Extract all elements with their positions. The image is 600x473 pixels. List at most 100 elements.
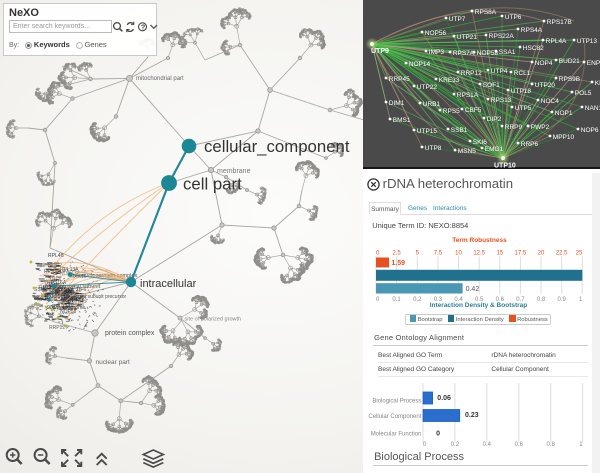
svg-text:CBF5: CBF5 bbox=[465, 107, 482, 114]
svg-text:RPL4B: RPL4B bbox=[42, 288, 59, 294]
svg-text:intracellular: intracellular bbox=[140, 278, 197, 290]
svg-text:RPS13: RPS13 bbox=[491, 97, 512, 104]
svg-text:RPS4A: RPS4A bbox=[521, 27, 543, 34]
svg-text:nuclear part: nuclear part bbox=[96, 359, 131, 366]
svg-text:0.9: 0.9 bbox=[558, 297, 567, 303]
svg-text:0.3: 0.3 bbox=[434, 297, 443, 303]
svg-text:NOG2: NOG2 bbox=[70, 295, 84, 301]
svg-text:UTP13: UTP13 bbox=[577, 38, 598, 45]
svg-text:UTP21: UTP21 bbox=[457, 34, 478, 41]
svg-text:SSA1: SSA1 bbox=[499, 49, 516, 56]
svg-text:12.5: 12.5 bbox=[473, 251, 485, 257]
svg-text:90S preribosome: 90S preribosome bbox=[47, 305, 85, 311]
svg-text:BMS1: BMS1 bbox=[393, 117, 411, 124]
svg-text:0.5: 0.5 bbox=[475, 297, 484, 303]
svg-text:1: 1 bbox=[579, 297, 583, 303]
svg-text:UTP4: UTP4 bbox=[491, 68, 508, 75]
svg-text:EMG1: EMG1 bbox=[485, 146, 504, 153]
svg-text:RRP6: RRP6 bbox=[521, 141, 539, 148]
svg-text:0: 0 bbox=[376, 297, 380, 303]
svg-text:UTP18: UTP18 bbox=[511, 88, 532, 95]
svg-text:22.5: 22.5 bbox=[556, 251, 568, 257]
svg-text:SSF1: SSF1 bbox=[34, 287, 47, 293]
svg-text:NOG1: NOG1 bbox=[53, 297, 67, 303]
svg-text:RPL4B: RPL4B bbox=[48, 253, 65, 259]
svg-text:NOP4: NOP4 bbox=[535, 60, 553, 67]
svg-text:RLP7: RLP7 bbox=[56, 269, 69, 275]
svg-text:RRP12: RRP12 bbox=[49, 325, 65, 331]
svg-text:RPS22A: RPS22A bbox=[489, 33, 515, 40]
svg-text:MPP10: MPP10 bbox=[553, 134, 575, 141]
svg-text:NOP1: NOP1 bbox=[555, 110, 573, 117]
svg-text:2.5: 2.5 bbox=[392, 251, 401, 257]
svg-text:MAK21: MAK21 bbox=[61, 297, 78, 303]
svg-text:Molecular Function: Molecular Function bbox=[371, 431, 422, 437]
svg-text:RPL13A: RPL13A bbox=[60, 267, 79, 273]
svg-text:HSC82: HSC82 bbox=[523, 45, 544, 52]
svg-text:RPS16A: RPS16A bbox=[47, 280, 67, 286]
svg-text:0.6: 0.6 bbox=[496, 297, 505, 303]
svg-text:0: 0 bbox=[376, 251, 380, 257]
svg-text:MSN5: MSN5 bbox=[458, 148, 476, 155]
svg-text:NOC4: NOC4 bbox=[541, 98, 559, 105]
svg-text:UTP5: UTP5 bbox=[515, 105, 532, 112]
svg-text:SOF1: SOF1 bbox=[483, 82, 500, 89]
svg-text:RRP12: RRP12 bbox=[461, 70, 482, 77]
svg-text:URB1: URB1 bbox=[423, 101, 441, 108]
svg-text:RPS8A: RPS8A bbox=[475, 9, 497, 16]
svg-text:DIP2: DIP2 bbox=[487, 116, 502, 123]
svg-text:BUD21: BUD21 bbox=[559, 58, 580, 65]
svg-text:MAK16: MAK16 bbox=[70, 274, 87, 280]
svg-text:ribosomal subunit: ribosomal subunit bbox=[57, 284, 101, 290]
svg-text:IMP3: IMP3 bbox=[429, 49, 445, 56]
svg-text:NOP56: NOP56 bbox=[68, 297, 85, 303]
svg-text:membrane: membrane bbox=[217, 168, 251, 175]
svg-text:RPS16A: RPS16A bbox=[53, 287, 73, 293]
svg-text:UTP20: UTP20 bbox=[535, 82, 556, 89]
svg-text:0: 0 bbox=[436, 430, 440, 437]
svg-text:0.2: 0.2 bbox=[451, 442, 460, 448]
svg-text:TIF6: TIF6 bbox=[76, 287, 86, 293]
svg-text:RPS17B: RPS17B bbox=[547, 19, 572, 26]
svg-text:protein complex: protein complex bbox=[105, 330, 155, 337]
svg-text:large ribosomal subunit precur: large ribosomal subunit precursor bbox=[52, 294, 127, 300]
svg-text:0: 0 bbox=[423, 442, 427, 448]
svg-text:POL5: POL5 bbox=[575, 90, 592, 97]
svg-text:UTP9: UTP9 bbox=[371, 48, 389, 55]
svg-text:ENP1: ENP1 bbox=[587, 60, 600, 67]
svg-text:NOG2: NOG2 bbox=[48, 263, 62, 269]
svg-text:Cellular Component: Cellular Component bbox=[368, 414, 421, 420]
svg-text:0.8: 0.8 bbox=[547, 442, 556, 448]
svg-text:RRP9: RRP9 bbox=[505, 124, 523, 131]
svg-text:NOP58: NOP58 bbox=[60, 309, 77, 315]
svg-text:20: 20 bbox=[538, 251, 545, 257]
svg-text:0.23: 0.23 bbox=[465, 412, 479, 419]
svg-text:UTP6: UTP6 bbox=[505, 14, 522, 21]
svg-text:0.42: 0.42 bbox=[466, 286, 480, 293]
svg-text:UTP8: UTP8 bbox=[425, 145, 442, 152]
svg-text:7.5: 7.5 bbox=[434, 251, 443, 257]
svg-text:UTP10: UTP10 bbox=[494, 163, 516, 170]
svg-text:5: 5 bbox=[416, 251, 420, 257]
svg-text:MRPL38: MRPL38 bbox=[37, 262, 55, 267]
svg-text:0.06: 0.06 bbox=[437, 395, 451, 402]
svg-text:0.1: 0.1 bbox=[392, 297, 401, 303]
svg-text:RPL4A: RPL4A bbox=[54, 287, 71, 293]
svg-text:0.2: 0.2 bbox=[413, 297, 422, 303]
svg-text:NOP56: NOP56 bbox=[425, 30, 447, 37]
svg-text:UTP15: UTP15 bbox=[417, 128, 438, 135]
svg-text:NOP6: NOP6 bbox=[581, 127, 599, 134]
svg-text:RPL4A: RPL4A bbox=[546, 38, 567, 45]
svg-text:Biological Process: Biological Process bbox=[372, 399, 421, 405]
svg-text:RPS5: RPS5 bbox=[443, 108, 460, 115]
svg-text:SSB1: SSB1 bbox=[451, 127, 468, 134]
svg-text:0.6: 0.6 bbox=[515, 442, 524, 448]
svg-text:15: 15 bbox=[496, 251, 503, 257]
svg-text:PWP2: PWP2 bbox=[531, 124, 550, 131]
svg-text:cell part: cell part bbox=[183, 175, 242, 194]
svg-text:25: 25 bbox=[576, 251, 583, 257]
svg-text:0.8: 0.8 bbox=[537, 297, 546, 303]
svg-text:NOP14: NOP14 bbox=[409, 61, 431, 68]
svg-text:NOG1: NOG1 bbox=[62, 306, 76, 312]
svg-text:1: 1 bbox=[579, 442, 583, 448]
